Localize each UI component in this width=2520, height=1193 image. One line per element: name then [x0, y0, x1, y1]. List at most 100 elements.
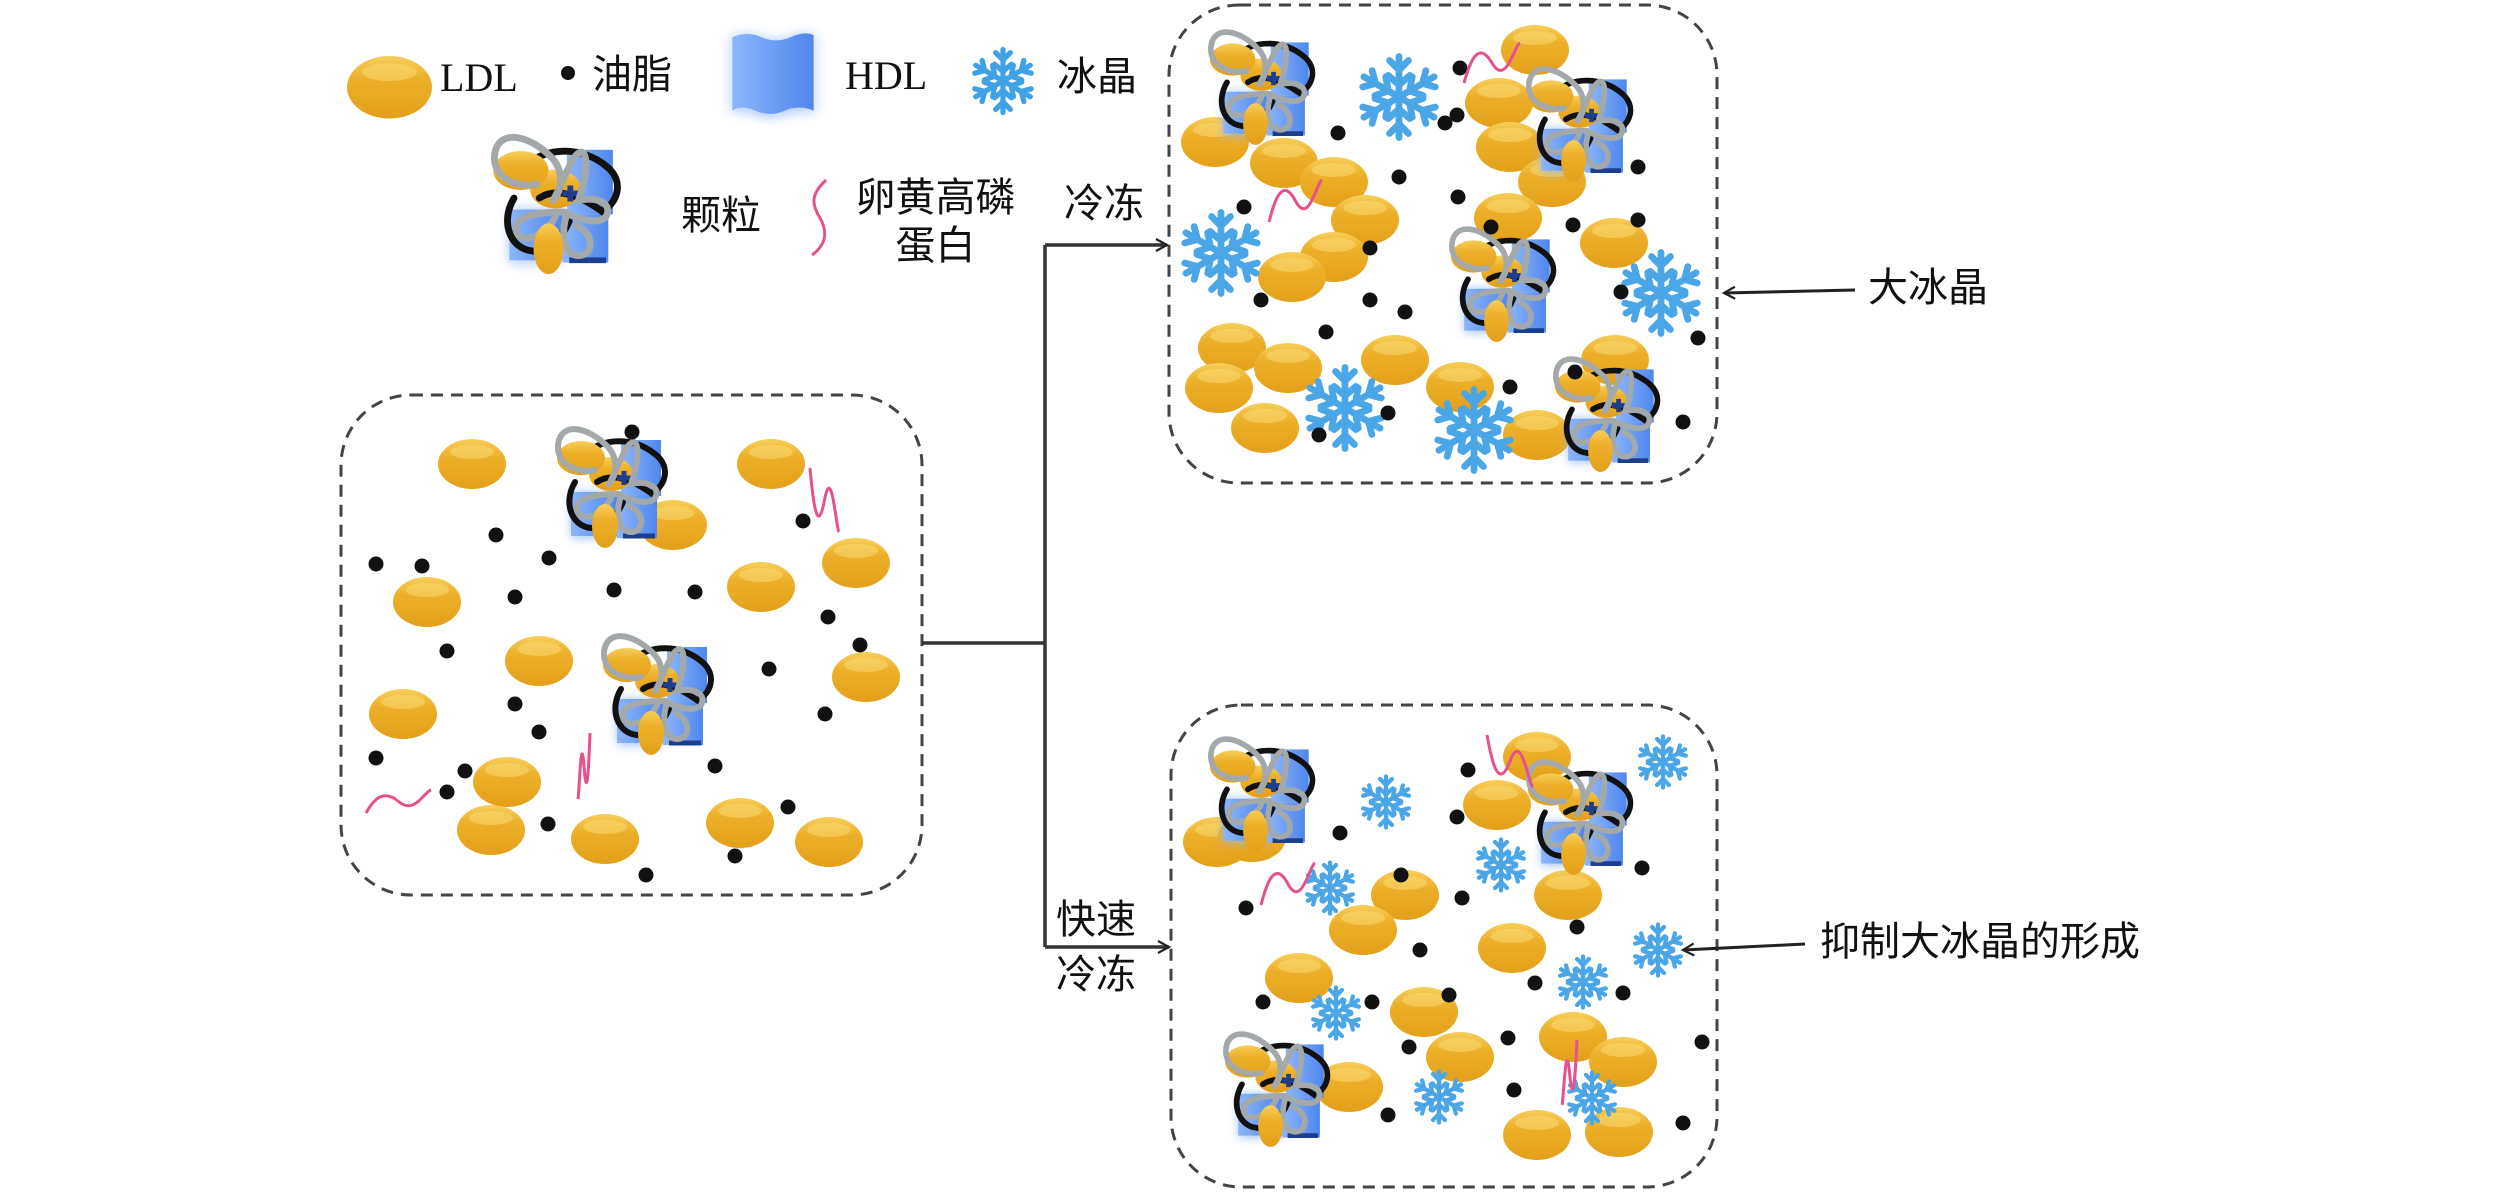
slow-frozen-oil-droplet: [1675, 414, 1691, 430]
slow-frozen-phosvitin-strand: [1267, 178, 1324, 223]
phosvitin-label-line2: 蛋白: [895, 223, 976, 268]
rapid-frozen-ice-crystal-icon: [1560, 957, 1607, 1008]
phosvitin-legend-label: 卵黄高磷 蛋白: [848, 174, 1023, 270]
slow-frozen-ldl-particle: [1231, 403, 1299, 453]
rapid-frozen-oil-droplet: [1569, 919, 1585, 935]
fresh-oil-droplet: [507, 696, 523, 712]
rapid-frozen-granule: [1225, 1034, 1328, 1147]
fresh-oil-droplet: [368, 556, 384, 572]
fresh-oil-droplet: [707, 758, 723, 774]
fresh-oil-droplet: [414, 558, 430, 574]
rapid-frozen-panel-border: [1169, 703, 1719, 1189]
rapid-frozen-oil-droplet: [1449, 809, 1465, 825]
slow-frozen-granule: [1528, 69, 1631, 182]
slow-frozen-ice-crystal-icon: [1184, 213, 1258, 294]
rapid-frozen-ice-crystal-icon: [1363, 777, 1410, 828]
oil-legend-icon: [561, 66, 575, 80]
fresh-oil-droplet: [638, 867, 654, 883]
slow-frozen-oil-droplet: [1391, 169, 1407, 185]
slow-frozen-oil-droplet: [1567, 364, 1583, 380]
rapid-frozen-ice-crystal-icon: [1635, 925, 1682, 976]
fresh-granule: [603, 636, 711, 755]
rapid-frozen-ldl-particle: [1503, 1110, 1571, 1160]
fresh-oil-droplet: [606, 582, 622, 598]
fresh-ldl-particle: [795, 817, 863, 867]
fresh-ldl-particle: [737, 439, 805, 489]
rapid-frozen-oil-droplet: [1634, 860, 1650, 876]
fresh-oil-droplet: [507, 589, 523, 605]
rapid-frozen-ldl-particle: [1329, 905, 1397, 955]
fresh-ldl-particle: [369, 689, 437, 739]
slow-frozen-ldl-particle: [1501, 25, 1569, 75]
rapid-frozen-oil-droplet: [1412, 942, 1428, 958]
large-ice-crystal-annotation: 大冰晶: [1868, 265, 1988, 310]
hdl-legend-label: HDL: [845, 53, 928, 98]
ldl-legend-icon: [347, 56, 432, 119]
slow-frozen-oil-droplet: [1311, 427, 1327, 443]
slow-frozen-oil-droplet: [1565, 217, 1581, 233]
rapid-frozen-granule: [1528, 762, 1631, 875]
fresh-oil-droplet: [531, 724, 547, 740]
slow-frozen-oil-droplet: [1318, 324, 1334, 340]
slow-frozen-oil-droplet: [1630, 159, 1646, 175]
rapid-frozen-ldl-particle: [1265, 953, 1333, 1003]
oil-legend-label: 油脂: [592, 52, 672, 97]
slow-frozen-ldl-particle: [1426, 362, 1494, 412]
rapid-frozen-oil-droplet: [1380, 1107, 1396, 1123]
granule-legend-label: 颗粒: [681, 193, 761, 238]
rapid-frozen-ice-crystal-icon: [1313, 988, 1360, 1039]
fresh-oil-droplet: [488, 527, 504, 543]
slow-frozen-oil-droplet: [1690, 330, 1706, 346]
fresh-ldl-particle: [832, 652, 900, 702]
slow-frozen-panel-border: [1167, 3, 1719, 485]
slow-frozen-ice-crystal-icon: [1437, 390, 1511, 471]
ldl-legend-label: LDL: [440, 55, 518, 100]
fresh-ldl-particle: [571, 814, 639, 864]
fresh-phosvitin-strand: [576, 732, 592, 800]
ice-crystal-legend-label: 冰晶: [1057, 54, 1137, 99]
fresh-oil-droplet: [727, 848, 743, 864]
fresh-oil-droplet: [780, 799, 796, 815]
fresh-oil-droplet: [457, 763, 473, 779]
fresh-oil-droplet: [439, 643, 455, 659]
slow-frozen-ice-crystal-icon: [1624, 253, 1698, 334]
slow-frozen-granule: [1210, 32, 1313, 145]
slow-frozen-granule: [1451, 229, 1554, 342]
slow-frozen-oil-droplet: [1483, 219, 1499, 235]
slow-frozen-oil-droplet: [1630, 212, 1646, 228]
rapid-frozen-ice-crystal-icon: [1416, 1072, 1463, 1123]
slow-frozen-oil-droplet: [1397, 304, 1413, 320]
fresh-oil-droplet: [795, 513, 811, 529]
rapid-frozen-phosvitin-strand: [1259, 861, 1317, 906]
rapid-frozen-oil-droplet: [1527, 975, 1543, 991]
fresh-phosvitin-strand: [364, 788, 432, 814]
fresh-oil-droplet: [817, 706, 833, 722]
slow-frozen-oil-droplet: [1362, 292, 1378, 308]
rapid-frozen-ldl-particle: [1585, 1107, 1653, 1157]
rapid-frozen-oil-droplet: [1364, 994, 1380, 1010]
fresh-ldl-particle: [438, 439, 506, 489]
fresh-oil-droplet: [687, 584, 703, 600]
fresh-ldl-particle: [473, 757, 541, 807]
rapid-frozen-oil-droplet: [1332, 825, 1348, 841]
rapid-frozen-ice-crystal-icon: [1307, 863, 1354, 914]
rapid-frozen-ldl-particle: [1478, 923, 1546, 973]
rapid-frozen-ldl-particle: [1589, 1037, 1657, 1087]
rapid-freeze-label-line1: 快速: [1056, 897, 1136, 942]
slow-frozen-ldl-particle: [1503, 410, 1571, 460]
rapid-frozen-ice-crystal-icon: [1478, 840, 1525, 891]
legend: [347, 33, 1032, 274]
slow-frozen-oil-droplet: [1437, 115, 1453, 131]
slow-frozen-oil-droplet: [1380, 405, 1396, 421]
slow-frozen-ldl-particle: [1185, 363, 1253, 413]
slow-frozen-oil-droplet: [1452, 60, 1468, 76]
slow-frozen-phosvitin-strand: [1462, 41, 1522, 84]
freeze-arrow-label: 冷冻: [1064, 181, 1144, 226]
fresh-ldl-particle: [505, 636, 573, 686]
fresh-ldl-particle: [727, 562, 795, 612]
slow-frozen-ldl-particle: [1361, 335, 1429, 385]
slow-frozen-oil-droplet: [1253, 292, 1269, 308]
slow-frozen-oil-droplet: [1613, 284, 1629, 300]
large-ice-crystal-pointer: [1724, 290, 1856, 293]
fresh-granule: [557, 429, 665, 548]
